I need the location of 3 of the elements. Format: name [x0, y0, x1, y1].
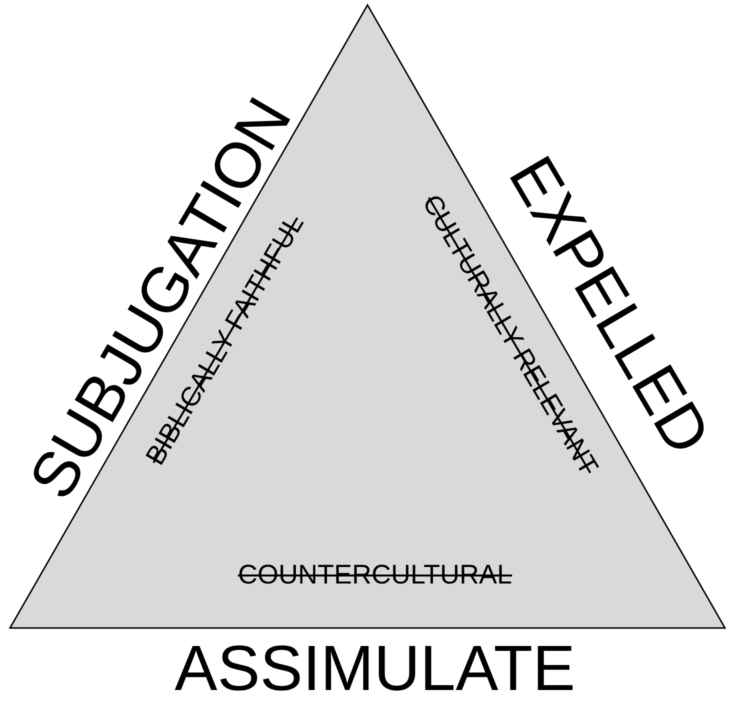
side-label: ASSIMULATE [174, 636, 576, 700]
triangle-shape [10, 5, 725, 628]
struck-through-label: COUNTERCULTURAL [238, 562, 512, 588]
